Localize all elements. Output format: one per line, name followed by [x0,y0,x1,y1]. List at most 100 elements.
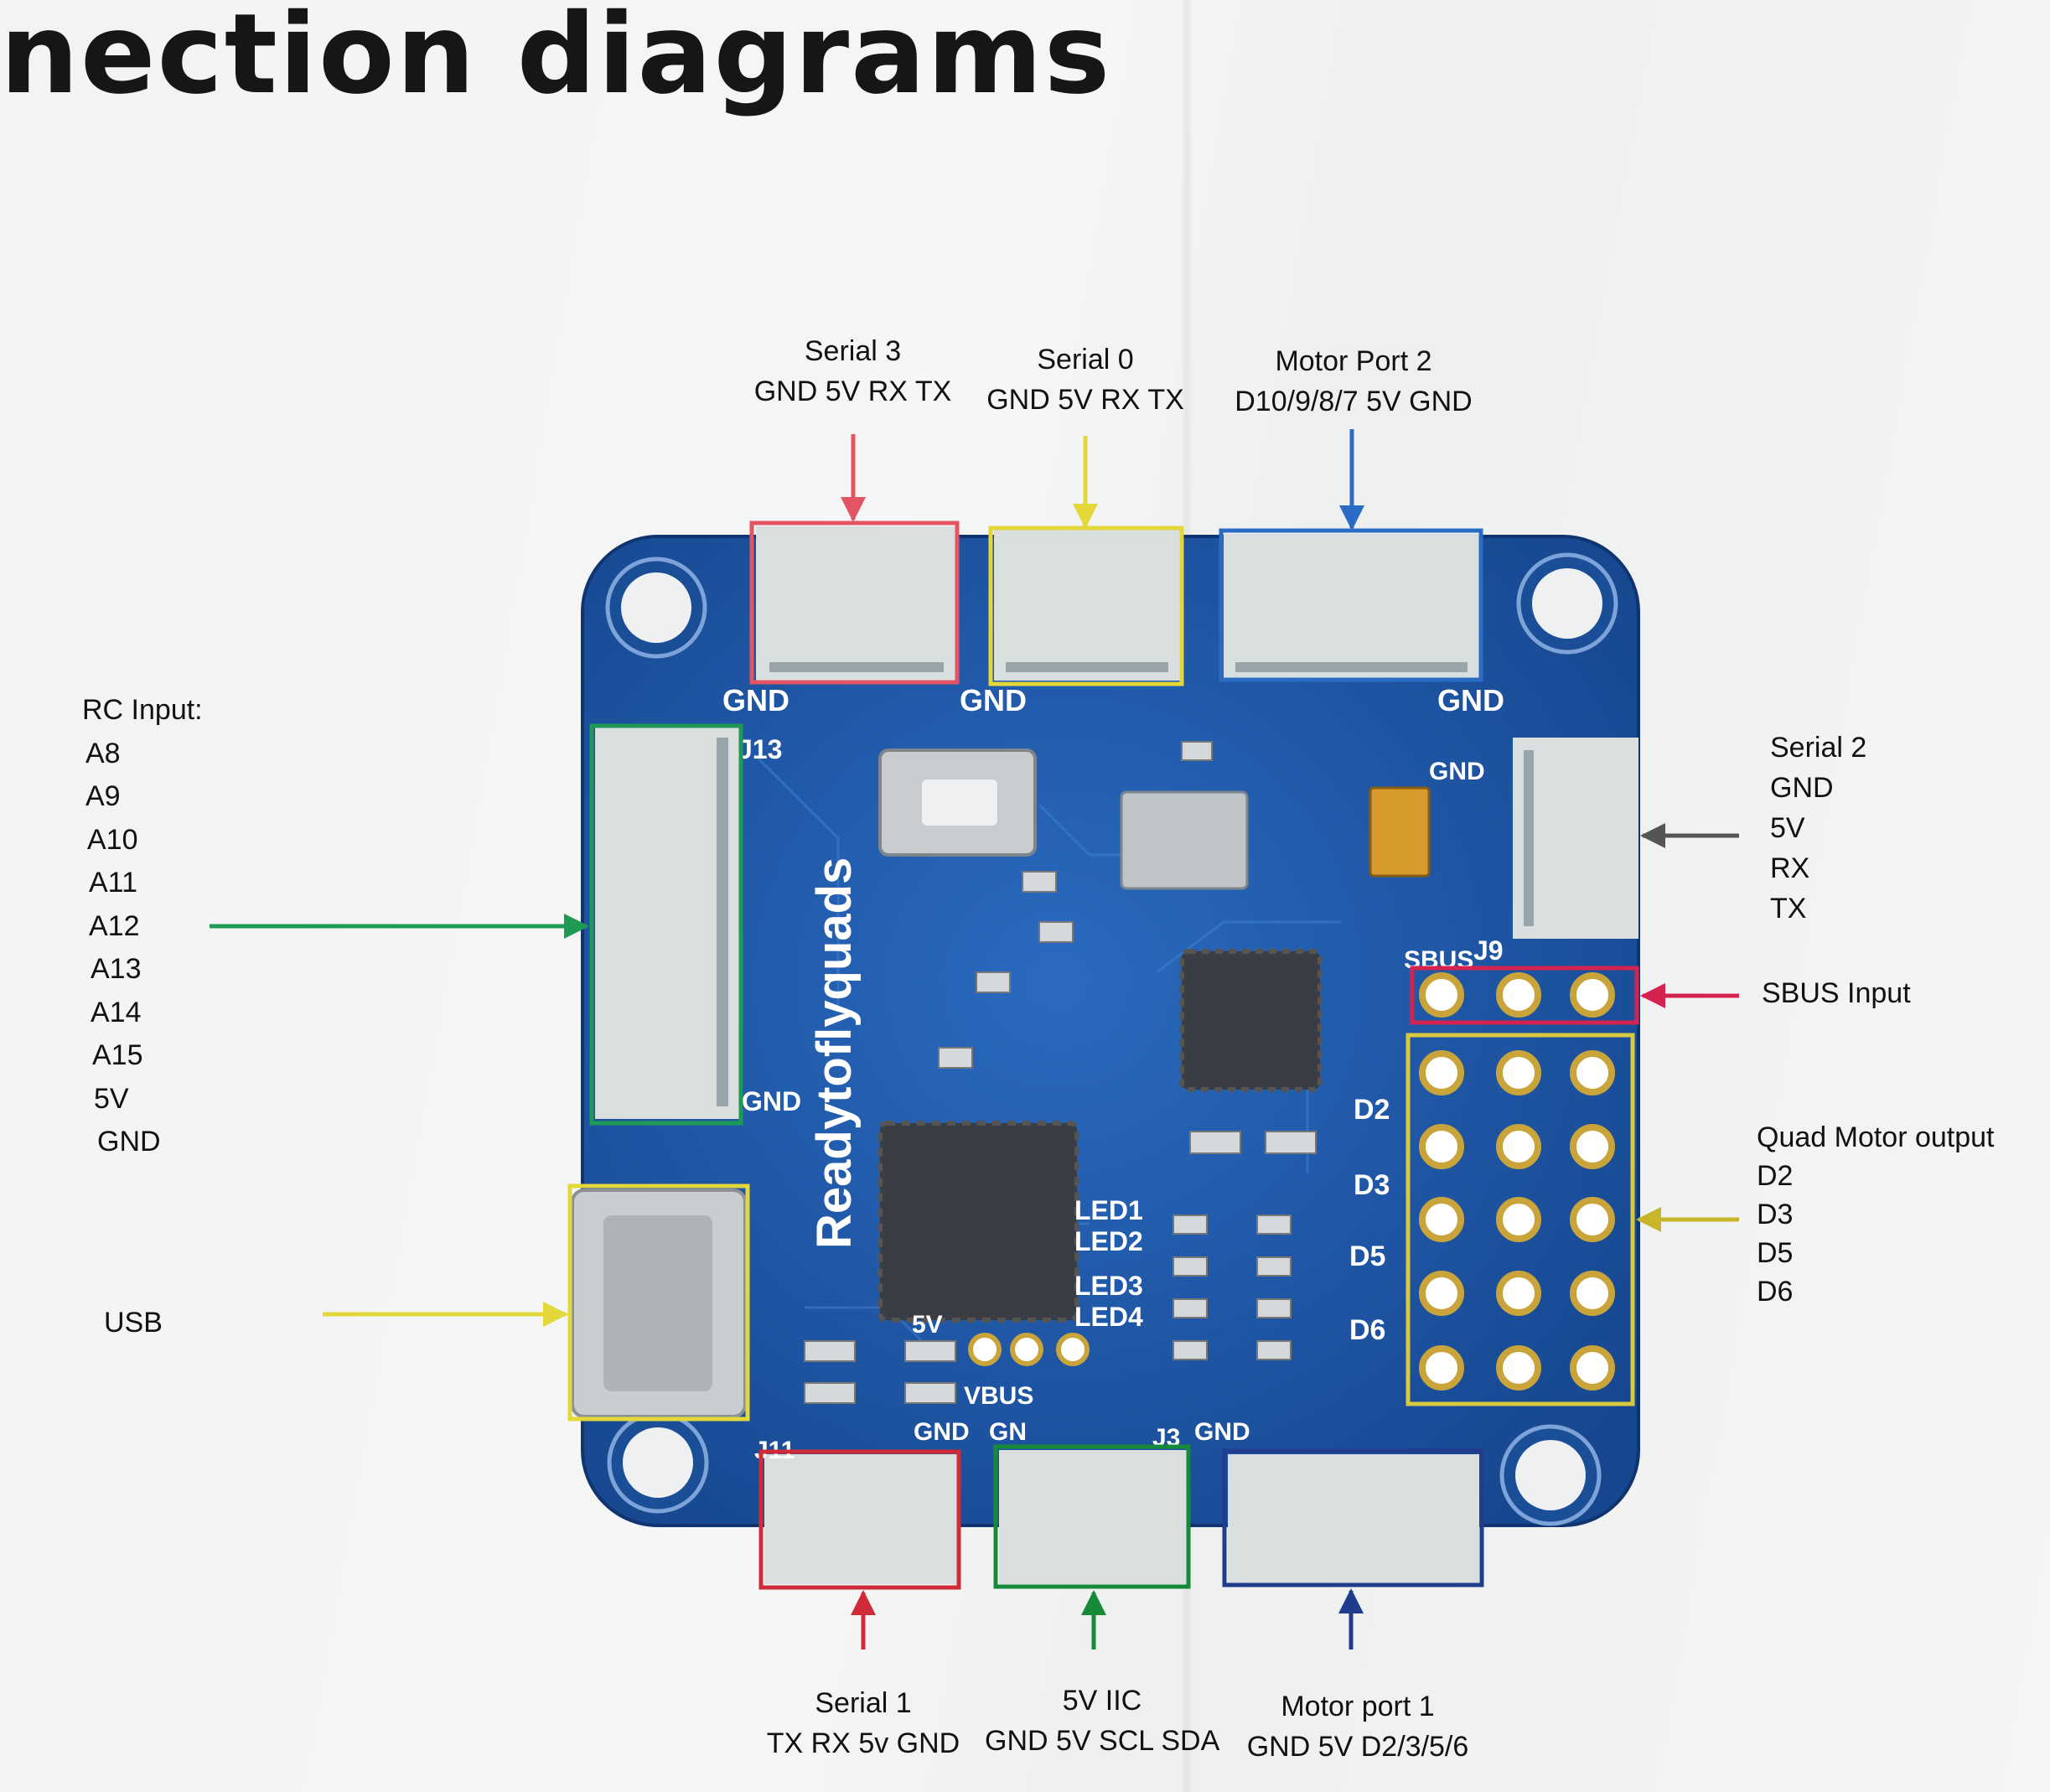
serial0-label: Serial 0 GND 5V RX TX [976,339,1194,420]
silk-led4: LED4 [1074,1302,1143,1332]
main-mcu-chip [877,1121,1079,1323]
silk-d6: D6 [1349,1314,1385,1346]
motor-pad [1570,1050,1615,1095]
mounting-hole-bl [607,1411,709,1514]
silk-bottom-gnd3: GND [1194,1418,1250,1446]
silk-d2: D2 [1354,1094,1390,1126]
motor2-title: Motor Port 2 [1275,345,1432,377]
serial0-title: Serial 0 [1037,344,1134,375]
motor-pad [1570,1124,1615,1169]
motor-output-pin: D2 [1757,1160,1794,1192]
motor1-highlight [1222,1448,1484,1587]
iic-connector [999,1450,1187,1584]
silk-brand: Readytoflyquads [807,857,862,1249]
rc-pin: A11 [89,867,137,899]
serial1-connector [764,1454,957,1584]
motor-output-pads [1419,1050,1615,1391]
silk-bottom-gnd2: GN [989,1418,1027,1446]
iic-highlight [993,1444,1191,1589]
rc-input-title: RC Input: [82,694,203,726]
motor2-connector [1224,534,1479,681]
serial2-pin: GND [1770,772,1834,804]
callout-arrows [210,429,1739,1650]
motor-pad [1419,1271,1464,1316]
silk-d3: D3 [1354,1169,1390,1201]
rc-input-connector [595,725,739,1119]
usb-highlight [567,1183,750,1422]
rc-input-label: RC Input: A8 A9 A10 A11 A12 A13 A14 A15 … [82,689,203,1164]
serial0-pins: GND 5V RX TX [986,384,1184,416]
serial2-label: Serial 2 GND 5V RX TX [1770,728,1866,929]
silk-top-left: GND [722,683,789,717]
serial3-pins: GND 5V RX TX [753,375,952,407]
sbus-label: SBUS Input [1762,977,1911,1009]
smd-components [804,741,1317,1404]
serial3-title: Serial 3 [804,335,902,367]
flight-controller-board: GND GND GND J13 J9 J11 J3 GND GND SBUS D… [571,526,1640,1584]
motor-output-pin: D6 [1757,1276,1794,1308]
motor2-highlight [1219,528,1483,682]
rc-pin: A15 [92,1039,143,1071]
serial2-pin: TX [1770,893,1807,924]
highlight-boxes [567,521,1639,1590]
serial3-highlight [749,521,960,685]
silk-gnd-right: GND [1429,758,1485,785]
capacitor [1369,786,1431,878]
motor-output-title: Quad Motor output [1757,1121,1995,1153]
vbus-pads [968,1333,1090,1366]
silk-bottom-gnd1: GND [914,1418,970,1446]
rc-pin: GND [97,1126,161,1158]
reset-button [878,748,1037,857]
mounting-hole-tl [605,557,707,659]
silk-j9: J9 [1473,935,1504,966]
usb-port [571,1189,747,1418]
silk-gnd-left: GND [742,1086,801,1116]
motor-output-label: Quad Motor output D2 D3 D5 D6 [1757,1118,1995,1311]
motor-pad [1419,1124,1464,1169]
serial2-pin: 5V [1770,812,1805,844]
silk-d5: D5 [1349,1240,1385,1272]
motor-output-highlight [1405,1033,1635,1406]
motor-pad [1570,1345,1615,1391]
silk-5v: 5V [912,1311,943,1339]
rc-pin: A14 [91,996,142,1028]
mounting-hole-tr [1516,552,1618,655]
motor1-label: Motor port 1 GND 5V D2/3/5/6 [1224,1686,1492,1767]
rc-input-highlight [589,723,743,1126]
barometer-chip [1120,790,1249,890]
serial1-pins: TX RX 5v GND [766,1727,960,1759]
serial1-label: Serial 1 TX RX 5v GND [754,1683,972,1764]
iic-title: 5V IIC [1062,1685,1142,1717]
sbus-pads [1419,972,1615,1018]
motor-pad [1496,1050,1541,1095]
serial2-title: Serial 2 [1770,732,1867,764]
mounting-hole-br [1499,1424,1602,1526]
silk-j13: J13 [738,734,782,764]
serial2-pin: RX [1770,852,1810,884]
iic-label: 5V IIC GND 5V SCL SDA [985,1681,1219,1761]
silk-led3: LED3 [1074,1271,1143,1301]
serial0-connector [994,530,1180,681]
motor-pad [1419,1050,1464,1095]
motor-output-pin: D5 [1757,1237,1794,1269]
iic-pins: GND 5V SCL SDA [985,1725,1220,1757]
motor-pad [1496,1197,1541,1242]
sbus-highlight [1410,966,1639,1025]
silk-top-mid: GND [960,683,1027,717]
rc-pin: 5V [94,1082,129,1115]
motor-output-pin: D3 [1757,1199,1794,1230]
page-heading: nection diagrams [0,0,1112,119]
motor2-pins: D10/9/8/7 5V GND [1235,386,1473,417]
rc-pin: A12 [89,909,140,942]
serial3-label: Serial 3 GND 5V RX TX [738,331,968,412]
motor1-pins: GND 5V D2/3/5/6 [1246,1731,1469,1763]
rc-pin: A9 [85,780,121,812]
serial2-connector [1513,738,1638,939]
rc-pin: A13 [91,953,142,985]
motor-pad [1419,1345,1464,1391]
silk-led2: LED2 [1074,1226,1143,1256]
silk-top-right: GND [1437,683,1504,717]
motor-pad [1496,1345,1541,1391]
serial3-connector [756,526,957,681]
silk-vbus: VBUS [964,1382,1033,1410]
